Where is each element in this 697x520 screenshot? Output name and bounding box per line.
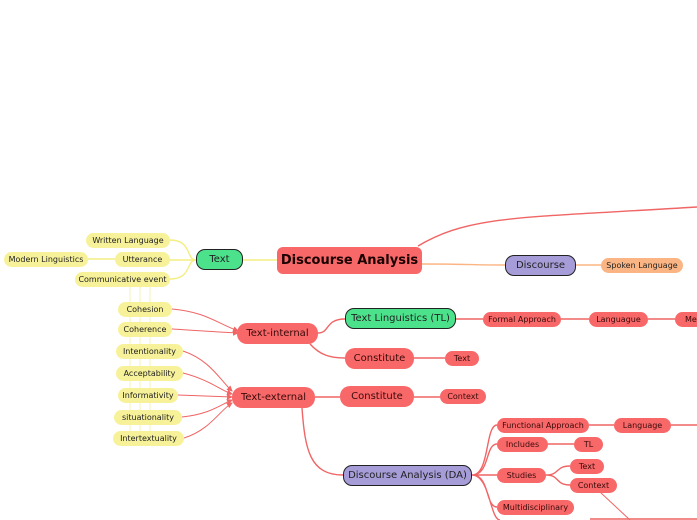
- connector-root-discourse: [421, 263, 506, 266]
- modern-linguistics-node[interactable]: Modern Linguistics: [4, 252, 88, 267]
- connector-root-offscreen: [417, 206, 697, 247]
- connector-acceptability-external: [182, 372, 233, 396]
- connector-situationality-external: [181, 399, 233, 418]
- connector-context-offscreen: [599, 491, 631, 520]
- connector-internal-tl: [317, 318, 346, 334]
- studies-text-node[interactable]: Text: [570, 459, 604, 474]
- root-node[interactable]: Discourse Analysis: [277, 247, 422, 274]
- connector-internal-constitute: [309, 343, 346, 359]
- acceptability-node[interactable]: Acceptability: [116, 366, 183, 381]
- includes-node[interactable]: Includes: [497, 437, 548, 452]
- text-linguistics-node[interactable]: Text Linguistics (TL): [345, 308, 456, 329]
- intertextuality-node[interactable]: Intertextuality: [113, 431, 184, 446]
- discourse-analysis-da-node[interactable]: Discourse Analysis (DA): [343, 465, 472, 486]
- coherence-node[interactable]: Coherence: [118, 322, 172, 337]
- functional-approach-node[interactable]: Functional Approach: [497, 418, 589, 433]
- text-external-node[interactable]: Text-external: [232, 387, 315, 408]
- connector-coherence-internal: [171, 328, 239, 336]
- connector-text-items: [168, 239, 197, 280]
- connector-intentionality-external: [182, 350, 233, 392]
- connector-studies-sub: [545, 465, 571, 486]
- language-node[interactable]: Language: [614, 418, 671, 433]
- constitute-external-node[interactable]: Constitute: [340, 386, 414, 407]
- utterance-node[interactable]: Utterance: [115, 252, 170, 267]
- connector-intertextuality-external: [183, 402, 233, 439]
- text-node[interactable]: Text: [196, 249, 243, 270]
- connector-external-da: [301, 407, 344, 476]
- constitute-internal-node[interactable]: Constitute: [345, 348, 414, 369]
- studies-node[interactable]: Studies: [497, 468, 546, 483]
- connector-da-branches: [471, 424, 501, 520]
- intentionality-node[interactable]: Intentionality: [116, 344, 183, 359]
- communicative-event-node[interactable]: Communicative event: [75, 272, 170, 287]
- me-node[interactable]: Me: [675, 312, 697, 327]
- text-leaf-node[interactable]: Text: [445, 351, 479, 366]
- situationality-node[interactable]: situationality: [114, 410, 182, 425]
- languague-node[interactable]: Languague: [589, 312, 648, 327]
- studies-context-node[interactable]: Context: [570, 478, 617, 493]
- cohesion-node[interactable]: Cohesion: [118, 302, 172, 317]
- connector-informativity-external: [177, 393, 233, 400]
- context-leaf-node[interactable]: Context: [440, 389, 486, 404]
- discourse-node[interactable]: Discourse: [505, 255, 576, 276]
- spoken-language-node[interactable]: Spoken Language: [601, 258, 683, 273]
- informativity-node[interactable]: Informativity: [118, 388, 178, 403]
- formal-approach-node[interactable]: Formal Approach: [483, 312, 561, 327]
- text-internal-node[interactable]: Text-internal: [237, 323, 318, 344]
- multidisciplinary-node[interactable]: Multidisciplinary: [497, 500, 574, 515]
- written-language-node[interactable]: Written Language: [86, 233, 170, 248]
- tl-node[interactable]: TL: [574, 437, 603, 452]
- connector-cohesion-internal: [171, 308, 239, 332]
